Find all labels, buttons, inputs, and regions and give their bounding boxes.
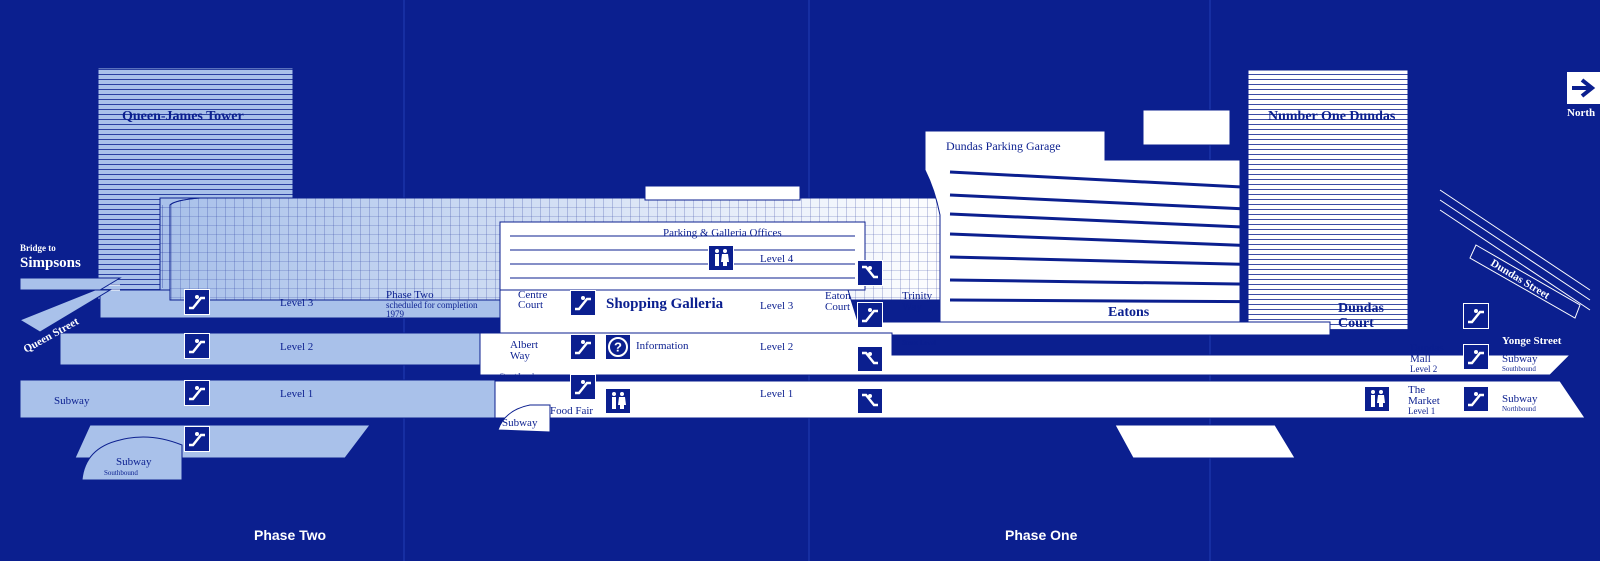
eatons-label: Eatons (1108, 305, 1150, 320)
street-level-west-label: Street Level (500, 372, 535, 380)
escalator-icon (857, 260, 883, 286)
phase-two-note-line1: scheduled for completion (386, 300, 478, 310)
shopping-galleria-label: Shopping Galleria (606, 296, 724, 312)
escalator-icon (570, 374, 596, 400)
level-2-mid-label: Level 2 (760, 341, 794, 353)
north-label: North (1567, 107, 1596, 119)
escalator-icon (1463, 344, 1489, 370)
the-market-label-1: The (1408, 384, 1426, 396)
phase-one-complex (479, 69, 1586, 459)
washroom-icon (605, 388, 631, 414)
queen-james-tower-label: Queen-James Tower (122, 109, 244, 124)
galleria-roof (169, 185, 962, 301)
level-1-west (19, 379, 501, 419)
the-market-label-2: Market (1408, 395, 1440, 407)
dundas-mall-label-2: Mall (1410, 353, 1431, 365)
subway-northbound-east-label: Subway (1502, 393, 1538, 405)
escalator-icon (857, 346, 883, 372)
subway-mid-label: Subway (502, 417, 538, 429)
escalator-icon (570, 290, 596, 316)
parking-galleria-offices-label: Parking & Galleria Offices (663, 227, 782, 239)
eaton-court-label-2: Court (825, 301, 851, 313)
phase-two-note-title: Phase Two (386, 289, 434, 301)
northbound-east-label: Northbound (1502, 405, 1536, 413)
dundas-court-label-1: Dundas (1338, 301, 1384, 316)
albert-way-label-2: Way (510, 350, 530, 362)
street-level-east-label: Street Level (902, 339, 937, 347)
queen-street-road (18, 289, 112, 333)
escalator-icon (184, 426, 210, 452)
subway-southbound-west-label: Subway (116, 456, 152, 468)
food-fair-label: Food Fair (550, 405, 594, 417)
level-3-west-label: Level 3 (280, 297, 314, 309)
escalator-icon (1463, 386, 1489, 412)
dundas-mall-level-label: Level 2 (1410, 364, 1438, 374)
level-1-east (494, 380, 1586, 419)
level-2-east (479, 332, 1572, 376)
level-3-mid-label: Level 3 (760, 300, 794, 312)
bridge-to-label: Bridge to (20, 243, 56, 253)
yonge-street-label: Yonge Street (1502, 335, 1562, 347)
svg-text:?: ? (614, 340, 622, 355)
level-4-label: Level 4 (760, 253, 794, 265)
the-market-level-label: Level 1 (1408, 406, 1436, 416)
dundas-court-label-2: Court (1338, 316, 1374, 331)
southbound-east-label: Southbound (1502, 365, 1536, 373)
number-one-dundas-label: Number One Dundas (1268, 109, 1396, 124)
escalator-icon (570, 334, 596, 360)
escalator-icon (184, 380, 210, 406)
escalator-icon (184, 333, 210, 359)
simpsons-label: Simpsons (20, 255, 81, 271)
phase-one-caption: Phase One (1005, 527, 1078, 543)
level-1-west-label: Level 1 (280, 388, 314, 400)
dundas-mall-label-1: Dundas (1410, 342, 1444, 354)
centre-court-label-2: Court (518, 299, 544, 311)
subway-southbound-east-label: Subway (1502, 353, 1538, 365)
escalator-icon (184, 289, 210, 315)
trinity-way-label-2: Way (902, 301, 922, 313)
dundas-parking-garage-label: Dundas Parking Garage (946, 139, 1061, 153)
eaton-court-label-1: Eaton (825, 290, 851, 302)
north-arrow-icon (1572, 78, 1596, 98)
information-icon: ? (605, 334, 631, 360)
level-1-mid-label: Level 1 (760, 388, 794, 400)
escalator-icon (857, 388, 883, 414)
trinity-way-label-1: Trinity (902, 290, 933, 302)
subway-west-label: Subway (54, 395, 90, 407)
phase-two-caption: Phase Two (254, 527, 327, 543)
information-label: Information (636, 340, 689, 352)
albert-way-label-1: Albert (510, 339, 539, 351)
dundas-street-road (1469, 244, 1581, 319)
escalator-icon (857, 302, 883, 328)
escalator-icon (1463, 303, 1489, 329)
phase-two-note-line2: 1979 (386, 309, 404, 319)
washroom-icon (1364, 386, 1390, 412)
level-2-west-label: Level 2 (280, 341, 314, 353)
centre-court-label-1: Centre (518, 289, 548, 301)
washroom-icon (708, 245, 734, 271)
southbound-west-label: Southbound (104, 469, 138, 477)
